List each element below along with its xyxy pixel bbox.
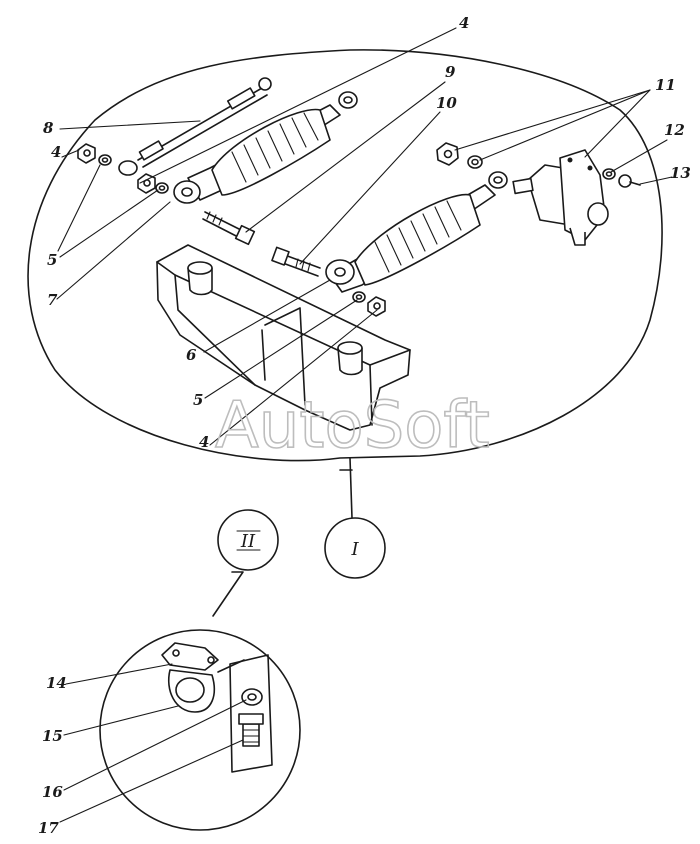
mounting-plate-ii	[217, 654, 273, 773]
washer-16	[241, 688, 263, 706]
callout-16: 16	[42, 783, 63, 801]
lower-buffer-rod	[325, 171, 508, 293]
detail-view-ii-outline	[99, 629, 301, 831]
view-label-i: I	[350, 539, 359, 560]
callout-5-bottom: 5	[193, 391, 203, 409]
washer-5-upper-b	[155, 182, 169, 194]
view-marker-i: I	[324, 517, 386, 579]
switch-unit-11	[512, 149, 609, 246]
nut-4-mid	[137, 173, 156, 194]
sleeve-15	[168, 669, 216, 713]
callout-14: 14	[46, 674, 67, 692]
view-marker-ii: II	[217, 509, 279, 571]
callout-4-left: 4	[51, 143, 61, 161]
watermark-logo: AutoSoft	[215, 389, 490, 463]
view-ii-leader	[212, 571, 244, 617]
washer-5-lower	[352, 291, 366, 303]
screw-13	[618, 174, 641, 188]
nut-11	[436, 142, 459, 166]
view-i-leader	[339, 457, 353, 519]
nut-4-lower	[367, 296, 386, 317]
screw-17	[238, 713, 264, 747]
nut-4-upper	[77, 143, 96, 164]
callout-17: 17	[38, 819, 59, 837]
bolt-10	[271, 246, 321, 277]
washer-5-upper-a	[98, 154, 112, 166]
leader-lines	[56, 27, 673, 823]
callout-4-top: 4	[459, 14, 469, 32]
engine-support-bracket	[156, 244, 411, 431]
clamp-14	[161, 642, 219, 671]
callout-12: 12	[664, 121, 685, 139]
callout-4-bottom: 4	[199, 433, 209, 451]
callout-7: 7	[47, 291, 58, 309]
callout-8: 8	[43, 119, 54, 137]
callout-13: 13	[670, 164, 691, 182]
bolt-9	[202, 211, 256, 246]
callout-10: 10	[436, 94, 457, 112]
rod-8	[118, 77, 272, 176]
callout-9: 9	[445, 63, 456, 81]
detail-view-i-outline	[27, 49, 663, 462]
upper-buffer-rod	[173, 91, 358, 204]
view-label-ii: II	[240, 531, 256, 552]
washer-12	[602, 168, 616, 180]
callout-11: 11	[655, 76, 676, 94]
callout-6: 6	[186, 346, 197, 364]
callout-15: 15	[42, 727, 63, 745]
washer-11	[467, 155, 483, 169]
callout-5-left: 5	[47, 251, 57, 269]
